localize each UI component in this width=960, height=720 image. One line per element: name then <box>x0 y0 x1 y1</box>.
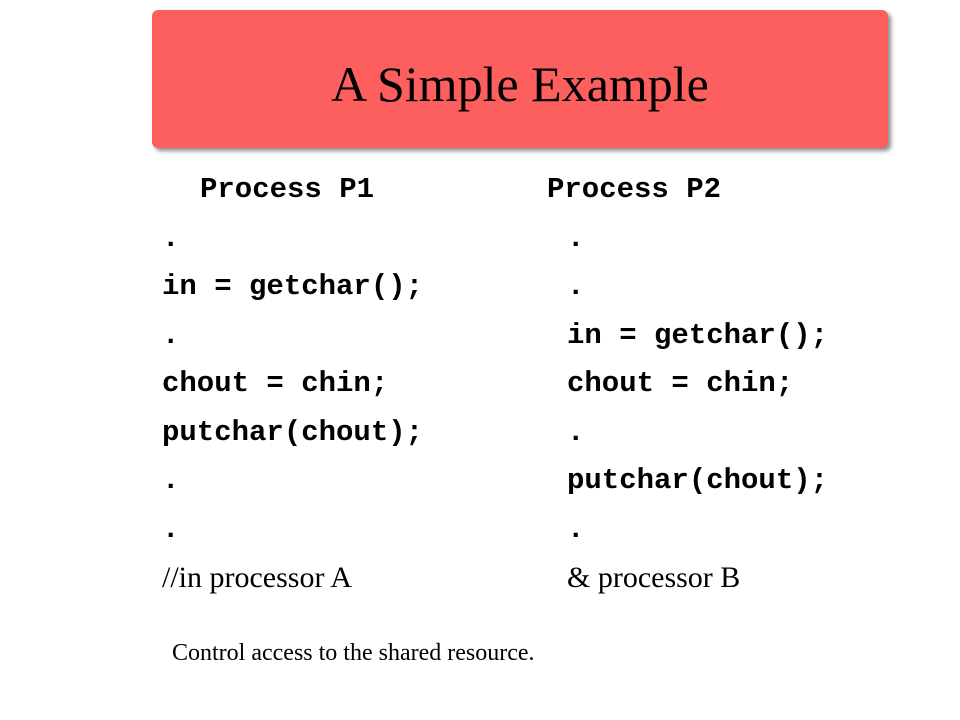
code-line: . <box>162 318 180 352</box>
code-line: . <box>567 270 585 303</box>
process-p1-comment: //in processor A <box>162 561 352 594</box>
code-line: . <box>162 464 180 497</box>
code-line: chout = chin; <box>162 367 389 400</box>
code-line: in = getchar(); <box>162 270 424 303</box>
code-line: putchar(chout); <box>567 464 829 497</box>
code-line: . <box>567 415 585 449</box>
code-line: . <box>162 512 180 546</box>
process-p2-column: Process P2 . . in = getchar(); chout = c… <box>547 166 829 603</box>
process-p1-heading: Process P1 <box>200 173 375 206</box>
code-line: in = getchar(); <box>567 318 829 352</box>
process-p2-comment: & processor B <box>567 561 741 594</box>
title-banner: A Simple Example <box>152 10 888 148</box>
code-line: . <box>162 221 180 255</box>
code-line: putchar(chout); <box>162 415 424 449</box>
slide-title: A Simple Example <box>331 56 709 112</box>
slide-note: Control access to the shared resource. <box>172 640 535 666</box>
code-line: . <box>567 221 585 255</box>
process-p2-heading: Process P2 <box>547 173 722 206</box>
code-line: . <box>567 512 585 546</box>
process-p1-column: Process P1 . in = getchar(); . chout = c… <box>162 166 423 603</box>
code-line: chout = chin; <box>567 367 794 400</box>
